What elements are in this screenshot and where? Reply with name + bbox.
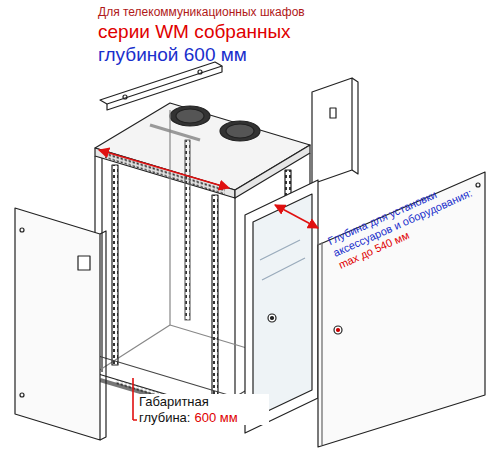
overall-depth-value: 600 мм [194, 410, 237, 425]
back-panel [312, 78, 358, 184]
dimension-arrows [99, 150, 318, 420]
heading-line: глубиной 600 мм [98, 44, 247, 66]
top-rail [100, 62, 222, 110]
overall-depth: Габаритная глубина:600 мм [137, 394, 269, 425]
heading-line: серии WM собранных [98, 21, 291, 43]
left-side-panel [15, 208, 106, 440]
heading-line: Для телекоммуникационных шкафов [98, 6, 305, 20]
